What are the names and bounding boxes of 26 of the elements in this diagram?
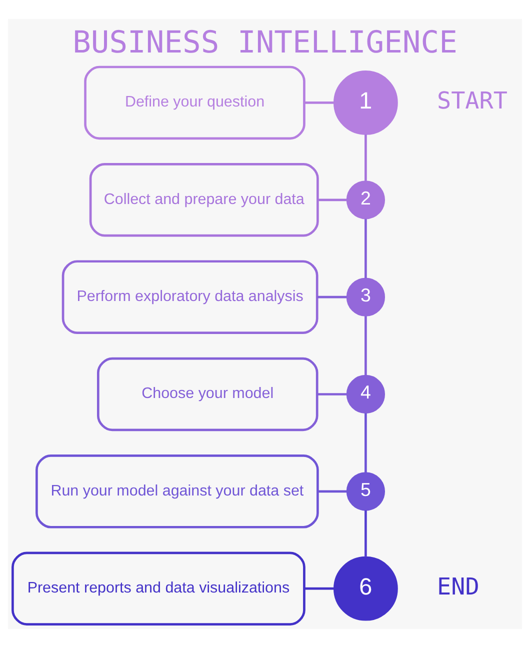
connector [304,586,334,590]
node-label: START [437,86,508,114]
node-circle: 4 [346,374,385,414]
connector [304,101,334,104]
node-box: Choose your model [96,356,318,431]
connector [317,392,347,395]
connector [317,295,347,298]
node-box: Present reports and data visualizations [12,551,306,625]
connector [364,218,367,278]
diagram-title: BUSINESS INTELLIGENCE [72,25,458,60]
connector [364,510,367,556]
node-box: Collect and prepare your data [89,162,319,236]
node-box: Perform exploratory data analysis [62,260,318,334]
node-circle: 6 [334,556,398,620]
connector [364,316,367,375]
connector [364,134,367,180]
node-circle: 5 [346,472,385,510]
node-box: Define your question [84,65,306,140]
connector [318,198,347,201]
connector [364,412,367,472]
node-circle: 1 [334,70,398,134]
node-circle: 2 [346,180,385,219]
connector [318,490,347,492]
node-box: Run your model against your data set [36,454,319,528]
node-label: END [437,572,480,600]
node-circle: 3 [346,277,385,316]
